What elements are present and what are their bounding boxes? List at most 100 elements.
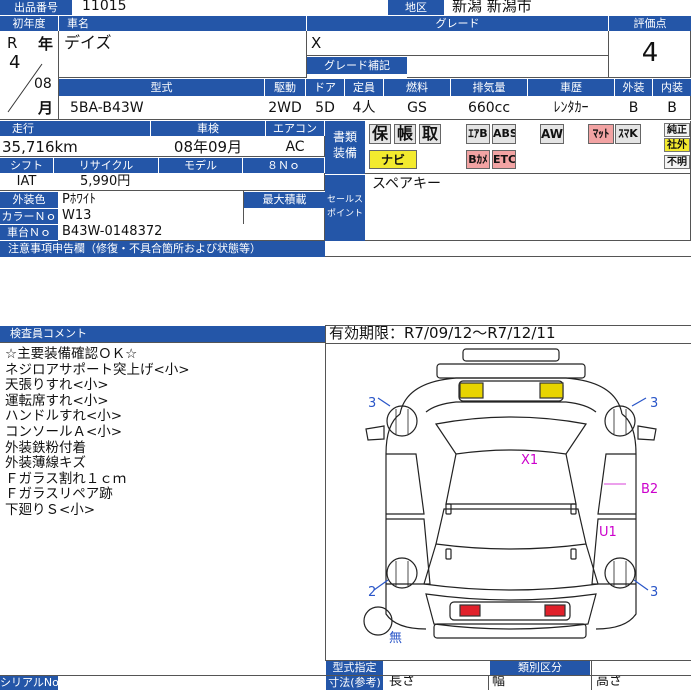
type-spec-label: 型式指定: [326, 661, 383, 675]
grade-supplement-cell: [407, 56, 609, 78]
spec-row: [59, 96, 691, 120]
interior-grade: B: [667, 100, 677, 116]
footer-top-rule: [325, 660, 691, 661]
car-name-cell: [59, 31, 307, 78]
recycle: 5,990円: [80, 174, 131, 189]
grade-cell: [307, 31, 609, 56]
footer-sep-2: [591, 661, 592, 690]
tire-rear-left-mark: 2: [368, 585, 377, 600]
fuel-label: 燃料: [384, 79, 450, 96]
tire-front-right-mark: 3: [650, 396, 659, 411]
capacity-label: 定員: [345, 79, 383, 96]
chassis: B43W-0148372: [62, 224, 163, 239]
comment-line: 外装薄線キズ: [5, 455, 86, 472]
serial-label: シリアルNo: [0, 676, 58, 690]
inspection: 08年09月: [173, 138, 243, 156]
exterior-label: 外装: [615, 79, 652, 96]
doors: 5D: [315, 100, 335, 116]
comment-line: 天張りすれ<小>: [5, 377, 109, 394]
year: 4: [9, 54, 21, 72]
month: 08: [34, 76, 52, 92]
drive: 2WD: [268, 100, 302, 116]
validity-top-rule: [325, 325, 691, 326]
genuine-badge: 純正: [664, 123, 690, 137]
eightno-label: ８Ｎｏ: [243, 158, 324, 173]
footer-mid-rule: [0, 675, 691, 676]
color-no: W13: [62, 208, 92, 223]
damage-mark-x1: X1: [521, 453, 539, 468]
damage-mark-b2: B2: [641, 482, 659, 497]
type: 5BA-B43W: [70, 100, 144, 116]
shift-row: [0, 173, 325, 191]
car-name-label: 車名: [59, 16, 306, 31]
equip-etc: ETC: [492, 150, 516, 169]
notice-label: 注意事項申告欄（修復・不具合箇所および状態等）: [0, 241, 325, 257]
recycle-label: リサイクル: [54, 158, 158, 173]
headlight-right: [539, 382, 564, 399]
doc-badge-2: 帳: [394, 124, 416, 144]
sales-point-label: セールスポイント: [325, 175, 365, 241]
fuel: GS: [407, 100, 427, 116]
first-reg-label: 初年度: [0, 16, 58, 31]
damage-mark-u1: U1: [599, 525, 617, 540]
comment-line: Ｆガラスリペア跡: [5, 486, 113, 503]
history: ﾚﾝﾀｶｰ: [553, 100, 589, 116]
max-load-cell: [244, 208, 325, 225]
car-diagram: [363, 348, 657, 639]
color-label: 外装色: [0, 192, 58, 208]
type-label: 型式: [59, 79, 264, 96]
era: R: [7, 34, 18, 52]
displacement-label: 排気量: [451, 79, 527, 96]
equip-mat: ﾏｯﾄ: [588, 124, 614, 144]
inspector-vline: [325, 326, 326, 660]
lot-label: 出品番号: [0, 0, 72, 15]
comment-line: コンソールＡ<小>: [5, 423, 123, 440]
inspector-comments: ☆主要装備確認ＯＫ☆ ネジロアサポート突上げ<小> 天張りすれ<小> 運転席すれ…: [5, 346, 323, 519]
inspection-label: 車検: [151, 121, 265, 136]
shift: IAT: [16, 174, 37, 189]
doors-label: ドア: [306, 79, 344, 96]
history-label: 車歴: [528, 79, 614, 96]
comment-line: 運転席すれ<小>: [5, 392, 109, 409]
width-label: 幅: [492, 675, 506, 689]
comment-line: 下廻りＳ<小>: [5, 501, 96, 518]
spare-tire-mark: 無: [389, 631, 403, 646]
year-month-divider: [7, 63, 43, 113]
sales-point: スペアキー: [372, 176, 442, 192]
comment-line: ネジロアサポート突上げ<小>: [5, 361, 190, 378]
grade: X: [311, 34, 322, 52]
region-label: 地区: [388, 0, 444, 15]
comment-line: ハンドルすれ<小>: [5, 408, 123, 425]
drive-label: 駆動: [265, 79, 305, 96]
aftermarket-badge: 社外: [664, 138, 690, 152]
year-kanji: 年: [38, 35, 54, 53]
comment-line: ☆主要装備確認ＯＫ☆: [5, 346, 138, 362]
grade-label: グレード: [307, 16, 608, 31]
inspector-label: 検査員コメント: [0, 326, 325, 342]
grade-supplement-label: グレード補記: [307, 57, 407, 74]
docs-label: 書類装備: [325, 121, 365, 174]
validity-rule: [325, 343, 691, 344]
displacement: 660cc: [467, 100, 511, 116]
headlight-left: [459, 382, 484, 399]
chassis-label: 車台Ｎｏ: [0, 225, 58, 240]
aircon: AC: [285, 139, 305, 155]
score-cell: [609, 31, 691, 78]
height-label: 高さ: [596, 675, 623, 689]
comment-line: Ｆガラス割れ１ｃｍ: [5, 470, 127, 487]
notice-rule: [325, 256, 691, 257]
region: 新潟 新潟市: [452, 0, 532, 13]
color-no-label: カラーＮｏ: [0, 209, 58, 224]
unknown-badge: 不明: [664, 155, 690, 169]
tire-rear-right-mark: 3: [650, 585, 659, 600]
inspector-rule: [0, 342, 325, 343]
dims-label: 寸法(参考): [326, 676, 383, 690]
aircon-label: エアコン: [266, 121, 324, 136]
taillight-right: [544, 604, 566, 617]
month-kanji: 月: [38, 99, 54, 117]
score: 4: [641, 38, 659, 68]
first-reg-block: [0, 31, 59, 120]
doc-badge-3: 取: [419, 124, 441, 144]
equip-navi: ナビ: [369, 150, 417, 169]
doc-badge-1: 保: [369, 124, 391, 144]
